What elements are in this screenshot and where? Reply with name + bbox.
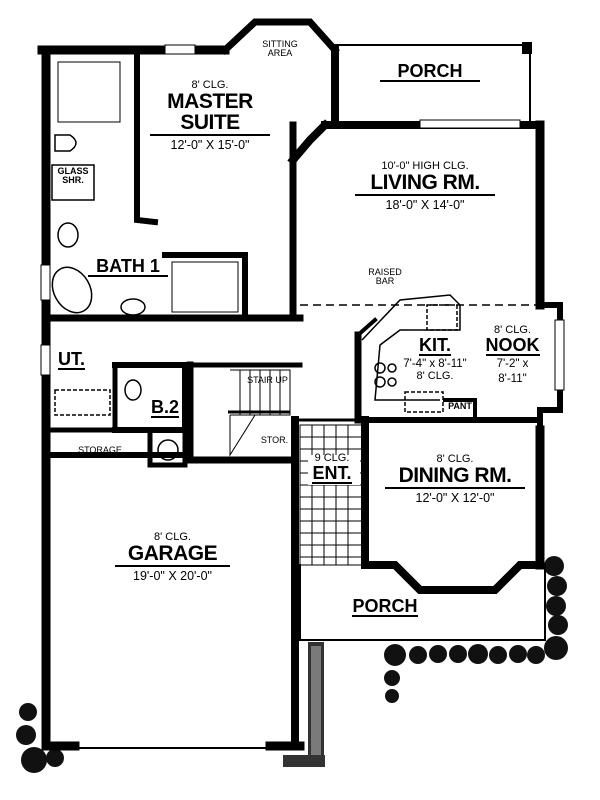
- kitchen-ceiling: 8' CLG.: [416, 369, 454, 382]
- shrubs-front: [16, 556, 568, 773]
- kitchen-label: KIT. 7'-4" x 8'-11" 8' CLG.: [390, 336, 480, 382]
- master-suite-label: 8' CLG. MASTER SUITE 12'-0" X 15'-0": [150, 80, 270, 152]
- raised-bar-line2: BAR: [375, 276, 395, 286]
- garage-ceiling: 8' CLG.: [154, 531, 191, 543]
- raised-bar-label: RAISED BAR: [365, 268, 405, 286]
- master-suite-ceiling: 8' CLG.: [191, 79, 229, 91]
- nook-dim-2: 8'-11": [498, 372, 527, 385]
- entry-ceiling: 9 CLG.: [314, 452, 350, 464]
- bath1-label: BATH 1: [88, 257, 168, 277]
- raised-bar-line1: RAISED: [368, 267, 402, 277]
- porch-rear-name: PORCH: [380, 62, 480, 82]
- bath2-name: B.2: [150, 397, 179, 418]
- porch-front-name: PORCH: [352, 596, 418, 617]
- kitchen-name: KIT.: [418, 335, 451, 356]
- dining-room-label: 8' CLG. DINING RM. 12'-0" X 12'-0": [385, 454, 525, 505]
- walls: [37, 18, 563, 751]
- utility-name: UT.: [58, 349, 85, 370]
- porch-rear-label: PORCH: [380, 62, 480, 82]
- entry-label: 9 CLG. ENT.: [300, 453, 364, 484]
- glass-shower-line2: SHR.: [62, 175, 84, 185]
- master-suite-name-2: SUITE: [150, 112, 270, 136]
- pantry-label: PANT: [445, 402, 475, 411]
- stair-label: STAIR UP: [240, 376, 295, 385]
- utility-label: UT.: [58, 350, 98, 370]
- sitting-area-line2: AREA: [267, 48, 293, 58]
- bath2-label: B.2: [145, 398, 185, 418]
- storage-small-name: STOR.: [260, 435, 289, 445]
- stair-name: STAIR UP: [247, 375, 288, 385]
- kitchen-dimensions: 7'-4" x 8'-11": [403, 358, 467, 370]
- entry-name: ENT.: [312, 463, 352, 484]
- master-suite-dimensions: 12'-0" X 15'-0": [170, 138, 250, 152]
- dining-ceiling: 8' CLG.: [436, 453, 474, 465]
- pantry-name: PANT: [448, 401, 472, 411]
- nook-label: 8' CLG. NOOK 7'-2" x 8'-11": [475, 325, 550, 385]
- nook-ceiling: 8' CLG.: [494, 324, 531, 336]
- glass-shower-label: GLASS SHR.: [52, 167, 94, 185]
- glass-shower-line1: GLASS: [57, 166, 89, 176]
- storage-small-label: STOR.: [257, 436, 292, 445]
- fixtures: [51, 134, 461, 461]
- planter: [308, 642, 324, 762]
- stairs: [228, 369, 291, 457]
- living-room-label: 10'-0" HIGH CLG. LIVING RM. 18'-0" X 14'…: [355, 161, 495, 212]
- entry-tile: [299, 424, 363, 566]
- living-ceiling: 10'-0" HIGH CLG.: [381, 160, 469, 172]
- garage-dimensions: 19'-0" X 20'-0": [133, 569, 212, 583]
- nook-dim-1: 7'-2" x: [496, 358, 529, 370]
- living-dimensions: 18'-0" X 14'-0": [385, 198, 465, 212]
- bath1-name: BATH 1: [88, 257, 168, 277]
- garage-name: GARAGE: [115, 543, 230, 567]
- living-name: LIVING RM.: [355, 172, 495, 196]
- storage-label: STORAGE: [60, 446, 140, 455]
- dining-name: DINING RM.: [385, 465, 525, 489]
- garage-label: 8' CLG. GARAGE 19'-0" X 20'-0": [115, 532, 230, 583]
- nook-name: NOOK: [485, 335, 540, 356]
- storage-name: STORAGE: [78, 445, 122, 455]
- sitting-area-label: SITTING AREA: [250, 40, 310, 58]
- master-suite-name-1: MASTER: [167, 90, 253, 113]
- dining-dimensions: 12'-0" X 12'-0": [415, 491, 495, 505]
- sitting-area-line1: SITTING: [262, 39, 298, 49]
- porch-front-label: PORCH: [340, 597, 430, 617]
